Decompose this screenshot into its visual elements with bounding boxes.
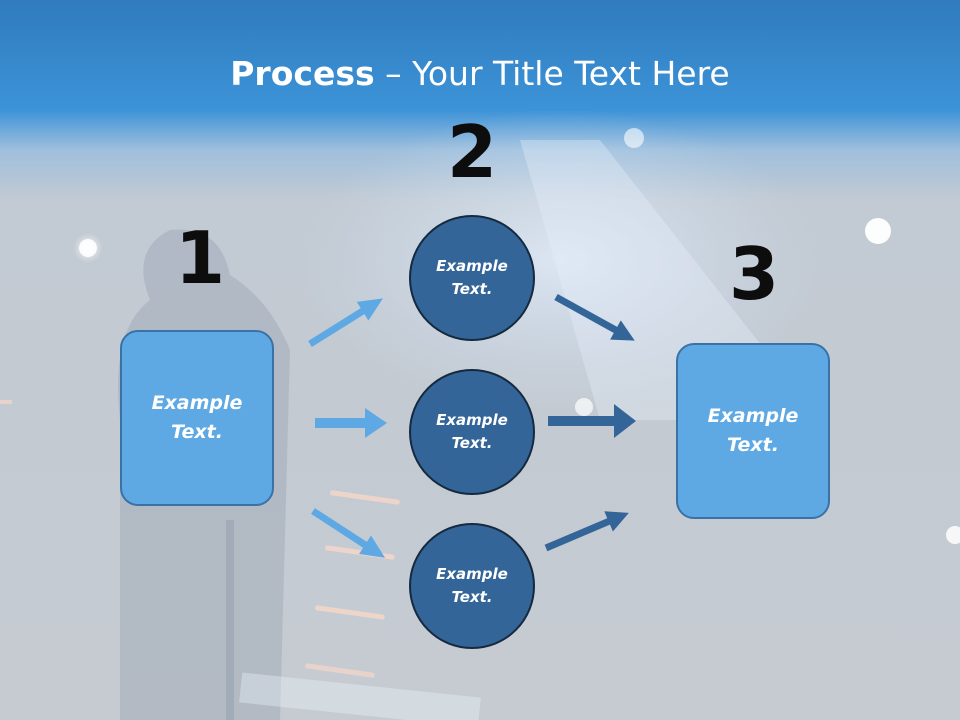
title-bold: Process xyxy=(230,54,375,93)
right-process-box: Example Text. xyxy=(676,343,830,519)
step-number-1: 1 xyxy=(174,216,226,300)
process-circle-top: Example Text. xyxy=(409,215,535,341)
process-circle-middle: Example Text. xyxy=(409,369,535,495)
step-number-3: 3 xyxy=(728,232,780,316)
process-circle-bottom: Example Text. xyxy=(409,523,535,649)
right-box-label: Example Text. xyxy=(707,405,799,456)
left-box-label: Example Text. xyxy=(151,392,243,443)
circle-middle-label: Example Text. xyxy=(436,411,508,452)
slide-title: Process – Your Title Text Here xyxy=(0,52,960,96)
circle-top-label: Example Text. xyxy=(436,257,508,298)
left-process-box: Example Text. xyxy=(120,330,274,506)
circle-bottom-label: Example Text. xyxy=(436,565,508,606)
step-number-2: 2 xyxy=(446,110,498,194)
title-rest: – Your Title Text Here xyxy=(374,54,730,93)
